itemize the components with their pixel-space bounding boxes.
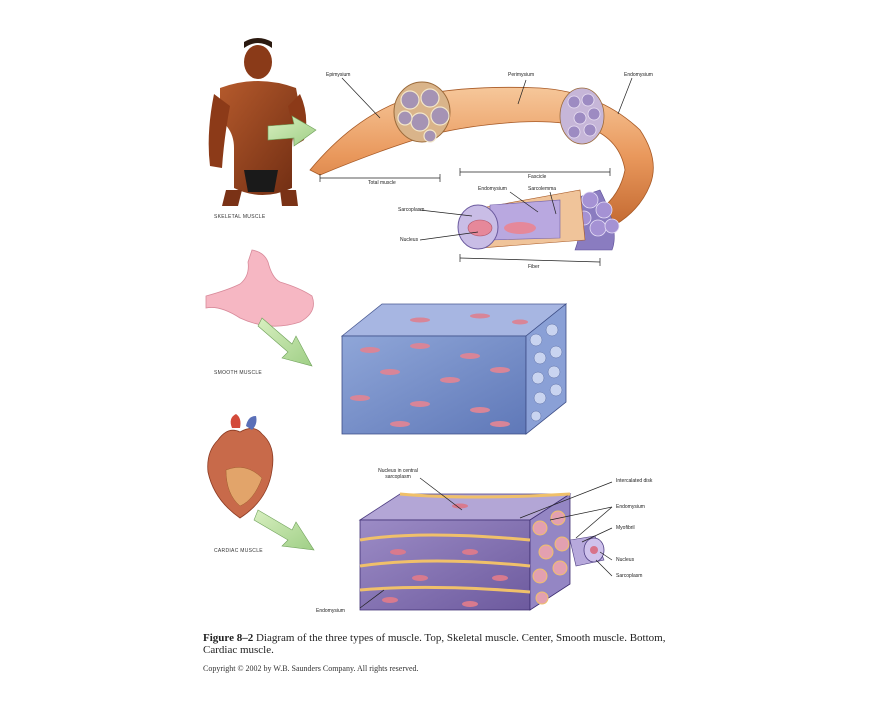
figure-number: Figure 8–2 — [203, 632, 254, 644]
cardiac-muscle-block — [358, 492, 605, 611]
label-endomysium-mid: Endomysium — [478, 186, 507, 192]
skeletal-muscle-bundle — [309, 81, 654, 251]
label-fiber: Fiber — [528, 264, 540, 270]
cardiac-arrow — [253, 509, 315, 551]
label-epimysium: Epimysium — [326, 72, 351, 78]
section-label-skeletal: SKELETAL MUSCLE — [214, 214, 266, 220]
label-endomysium-cardiac: Endomysium — [616, 504, 645, 510]
label-endomysium-top: Endomysium — [624, 72, 653, 78]
label-intercalated-disk: Intercalated disk — [616, 478, 653, 484]
smooth-arrow — [257, 317, 313, 367]
section-label-cardiac: CARDIAC MUSCLE — [214, 548, 263, 554]
cardiac-leader-lines — [359, 477, 613, 609]
label-sarcolemma: Sarcolemma — [528, 186, 557, 192]
label-total-muscle: Total muscle — [368, 180, 396, 186]
heart-organ — [207, 414, 274, 519]
skeletal-arrow — [267, 115, 317, 147]
skeletal-leader-lines — [319, 77, 633, 266]
label-perimysium: Perimysium — [508, 72, 535, 78]
stomach-organ — [205, 249, 314, 327]
label-nucleus-cardiac: Nucleus — [616, 557, 635, 563]
skeletal-figure-man — [208, 38, 307, 206]
label-endomysium-bottom: Endomysium — [316, 608, 345, 614]
label-sarcoplasm-cardiac: Sarcoplasm — [616, 573, 643, 579]
figure-caption-text: Diagram of the three types of muscle. To… — [203, 632, 666, 656]
label-nucleus-central: Nucleus in central sarcoplasm — [378, 468, 418, 480]
smooth-muscle-block — [340, 303, 568, 435]
figure-caption: Figure 8–2 Diagram of the three types of… — [203, 632, 683, 656]
section-label-smooth: SMOOTH MUSCLE — [214, 370, 263, 376]
label-sarcoplasm: Sarcoplasm — [398, 207, 425, 213]
copyright-notice: Copyright © 2002 by W.B. Saunders Compan… — [203, 664, 419, 673]
label-nucleus: Nucleus — [400, 237, 419, 243]
label-myofibril: Myofibril — [616, 525, 635, 531]
label-fascicle: Fascicle — [528, 174, 547, 180]
